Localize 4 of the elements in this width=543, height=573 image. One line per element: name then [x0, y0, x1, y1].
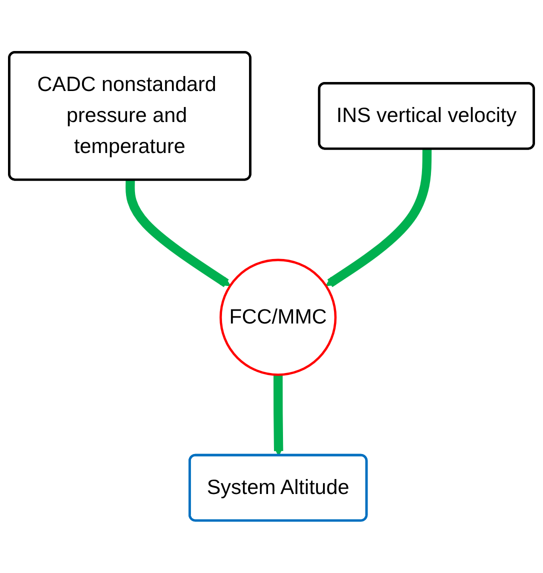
arrow	[273, 374, 284, 456]
arrow	[326, 149, 432, 288]
node-circle: FCC/MMC	[220, 258, 337, 376]
arrow	[126, 180, 231, 288]
